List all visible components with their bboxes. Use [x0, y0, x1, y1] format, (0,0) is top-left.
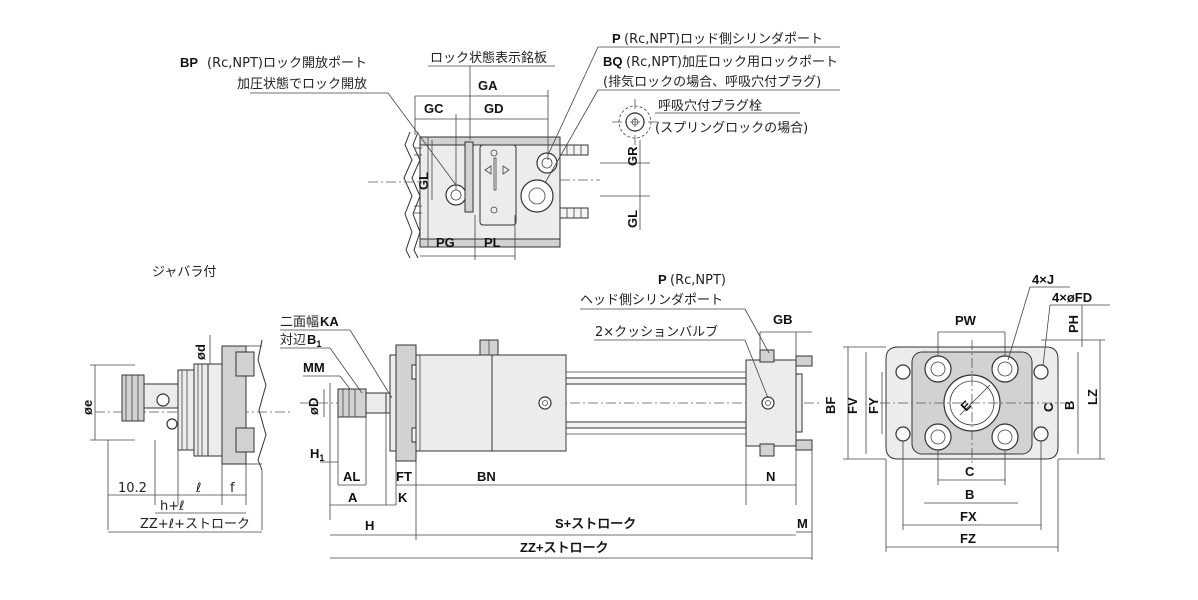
b1-prefix: 対辺	[280, 333, 306, 348]
cushion-label: 2×クッションバルブ	[595, 324, 718, 340]
lock-body	[415, 354, 493, 452]
front-view: E PW BF FV FY C B LZ PH	[823, 286, 1110, 552]
dim-h: H	[365, 518, 374, 533]
tie-rod-nut-tr	[991, 355, 1019, 383]
dim-f: f	[230, 481, 235, 496]
bp-sub: 加圧状態でロック開放	[237, 76, 367, 92]
dim-gb: GB	[773, 312, 793, 327]
dim-pg: PG	[436, 235, 455, 250]
dim-a: A	[348, 490, 358, 505]
dim-ft: FT	[396, 469, 412, 484]
bq-sub: (排気ロックの場合、呼吸穴付プラグ)	[603, 74, 821, 90]
breath-label: 呼吸穴付プラグ栓	[658, 99, 762, 114]
dim-bn: BN	[477, 469, 496, 484]
rod-flange	[395, 344, 417, 462]
dim-s-stroke: S+ストローク	[555, 516, 636, 531]
dim-zz-ell: ZZ+ℓ+ストローク	[140, 517, 250, 532]
tie-rod-nut-bl	[924, 423, 952, 451]
fd-label: 4×øFD	[1052, 290, 1092, 305]
dim-10-2: 10.2	[118, 481, 147, 496]
dim-fx: FX	[960, 509, 977, 524]
p-port-head-side	[538, 396, 552, 410]
p-top-label: P	[612, 31, 621, 46]
p-head-label: P	[658, 272, 667, 287]
dim-zz-stroke: ZZ+ストローク	[520, 540, 608, 555]
dim-m: M	[797, 516, 808, 531]
dim-gl-right: GL	[625, 210, 640, 228]
dim-b-v: B	[1062, 401, 1077, 410]
dim-oe: øe	[80, 400, 95, 415]
dim-mm: MM	[303, 360, 325, 375]
dim-k: K	[398, 490, 408, 505]
bq-label: BQ	[603, 54, 623, 69]
lock-state-plate	[464, 141, 474, 213]
bp-label: BP	[180, 55, 198, 70]
b1-label: B1	[307, 332, 321, 349]
dim-gc: GC	[424, 101, 444, 116]
dim-n: N	[766, 469, 775, 484]
p-port-top	[536, 152, 558, 174]
dim-gr: GR	[625, 146, 640, 166]
dim-c-v: C	[1041, 402, 1056, 412]
p-head-text: (Rc,NPT)	[670, 273, 726, 288]
dim-lz: LZ	[1085, 389, 1100, 405]
j-label: 4×J	[1032, 272, 1054, 287]
dim-ph: PH	[1066, 315, 1081, 333]
dim-pl: PL	[484, 235, 501, 250]
dim-h-ell: h+ℓ	[160, 499, 185, 514]
dim-fy: FY	[866, 397, 881, 414]
bq-port	[520, 179, 554, 213]
dim-bf: BF	[823, 397, 838, 414]
ka-prefix: 二面幅	[280, 315, 319, 330]
cylinder-barrel	[491, 354, 567, 452]
bp-text: (Rc,NPT)ロック開放ポート	[207, 56, 367, 71]
dim-c-h: C	[965, 464, 975, 479]
p-head-sub: ヘッド側シリンダポート	[580, 293, 723, 308]
bq-text: (Rc,NPT)加圧ロック用ロックポート	[626, 55, 838, 70]
tie-rod-nut-br	[991, 423, 1019, 451]
dim-b-h: B	[965, 487, 974, 502]
dim-gl-left: GL	[416, 172, 431, 190]
dim-gd: GD	[484, 101, 504, 116]
breath-sub: (スプリングロックの場合)	[655, 121, 808, 136]
ka-label: KA	[320, 314, 339, 329]
dim-ell: ℓ	[195, 481, 201, 496]
main-side-view: øD H1 MM AL A H FT K BN N S+ストローク M ZZ+ス…	[280, 308, 820, 560]
lock-plate-label: ロック状態表示銘板	[430, 50, 547, 66]
dim-al: AL	[343, 469, 360, 484]
cushion-valve	[761, 396, 775, 410]
dim-od-main: øD	[306, 398, 321, 415]
p-top-text: (Rc,NPT)ロッド側シリンダポート	[624, 32, 823, 47]
dim-fz: FZ	[960, 531, 976, 546]
top-detail-view: GA GC GD GL PG PL GR GL	[250, 46, 840, 260]
dim-h1: H1	[310, 446, 324, 463]
bellows-title: ジャバラ付	[152, 265, 216, 280]
tie-rod-nut-tl	[924, 355, 952, 383]
dim-od: ød	[193, 344, 208, 360]
bellows-detail: øe ød 10.2 ℓ f h+ℓ ZZ+ℓ+ストローク	[80, 335, 290, 533]
dim-ga: GA	[478, 78, 498, 93]
dim-fv: FV	[845, 397, 860, 414]
dim-pw: PW	[955, 313, 977, 328]
